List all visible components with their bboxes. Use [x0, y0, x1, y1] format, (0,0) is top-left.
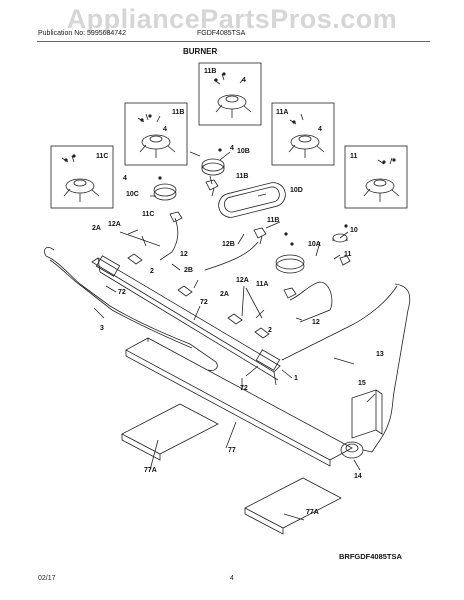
bracket-15: [351, 389, 383, 439]
inset-box-11b-top: [198, 62, 262, 126]
gas-tube-12-right: [289, 281, 333, 323]
label-10d: 10D: [290, 187, 303, 194]
label-12-left: 12: [180, 251, 188, 258]
burner-base-11a: [283, 287, 297, 299]
label-2b: 2B: [184, 267, 193, 274]
label-4-center: 4: [230, 145, 234, 152]
label-11b-top-inset: 11B: [204, 68, 216, 75]
fasteners: [64, 72, 396, 246]
label-10c: 10C: [126, 191, 139, 198]
heat-shield-77a-lower: [244, 477, 342, 535]
label-3: 3: [100, 325, 104, 332]
label-1: 1: [294, 375, 298, 382]
label-2a-lower: 2A: [220, 291, 229, 298]
page-number: 4: [230, 575, 234, 582]
burner-assembly-11b-left: [137, 113, 176, 158]
label-11a-inset: 11A: [276, 109, 288, 116]
label-11: 11: [344, 251, 352, 258]
burner-head-10c: [153, 183, 177, 201]
footer-date: 02/17: [38, 575, 56, 582]
label-11c: 11C: [142, 211, 154, 218]
label-2-lower: 2: [268, 327, 272, 334]
section-title: BURNER: [183, 47, 218, 56]
burner-base-11: [339, 255, 351, 266]
label-10b: 10B: [237, 148, 250, 155]
inset-box-11: [344, 145, 408, 209]
valve-2b: [177, 285, 193, 297]
inset-box-11c: [50, 145, 114, 209]
wire-harness-3-strand: [49, 259, 193, 349]
label-4-top: 4: [242, 77, 246, 84]
wire-harness-3-end: [44, 247, 55, 257]
label-10: 10: [350, 227, 358, 234]
burner-head-10b: [201, 158, 225, 176]
label-72-lower: 72: [240, 385, 248, 392]
label-15: 15: [358, 380, 366, 387]
label-13: 13: [376, 351, 384, 358]
burner-assembly-11: [363, 157, 400, 202]
manifold-tube: [281, 285, 398, 361]
burner-box-panel-77: [125, 337, 353, 467]
label-2a-upper: 2A: [92, 225, 101, 232]
label-10c-top: 4: [123, 175, 127, 182]
label-11a: 11A: [256, 281, 268, 288]
manifold-1: [91, 255, 281, 386]
label-11-inset: 11: [350, 153, 358, 160]
label-10a: 10A: [308, 241, 321, 248]
heat-shield-77a-upper: [121, 403, 219, 461]
gas-tube-12-left: [159, 217, 179, 261]
gas-tube-12a-right: [245, 287, 263, 319]
burner-head-10: [332, 233, 348, 243]
label-77a-left: 77A: [144, 467, 157, 474]
label-12a-lower: 12A: [236, 277, 249, 284]
model-number: FGDF4085TSA: [197, 30, 246, 37]
label-72-left: 72: [118, 289, 126, 296]
burner-assembly-11c: [61, 155, 100, 202]
label-77a-right: 77A: [306, 509, 319, 516]
label-4-left: 4: [163, 126, 167, 133]
label-12b: 12B: [222, 241, 235, 248]
pressure-regulator-14: [340, 441, 373, 459]
label-11b-lower: 11B: [267, 217, 279, 224]
inset-box-11a: [271, 102, 335, 166]
burner-base-11c: [169, 211, 183, 223]
inset-box-11b-left: [124, 102, 188, 166]
label-4-right: 4: [318, 126, 322, 133]
gas-tube-12b: [204, 241, 259, 271]
burner-assembly-11a: [288, 113, 325, 158]
label-12-right: 12: [312, 319, 320, 326]
gas-tube-13: [371, 283, 411, 453]
valve-2-upper: [127, 253, 143, 265]
label-12a-upper: 12A: [108, 221, 121, 228]
diagram-code: BRFGDF4085TSA: [339, 552, 402, 561]
label-11c-inset: 11C: [96, 153, 108, 160]
label-11b-upper: 11B: [236, 173, 248, 180]
burner-base-11b-lower: [253, 227, 267, 245]
label-72-center: 72: [200, 299, 208, 306]
gas-tube-12a-left: [119, 231, 161, 247]
valve-2a-lower: [227, 313, 243, 325]
publication-number: Publication No: 5995684742: [38, 30, 126, 37]
label-11b-left-inset: 11B: [172, 109, 184, 116]
wire-harness-3: [45, 255, 218, 371]
valve-2-lower: [254, 327, 270, 339]
label-77: 77: [228, 447, 236, 454]
watermark: AppliancePartsPros.com: [66, 4, 398, 34]
burner-head-10a: [275, 254, 305, 274]
header-rule: [37, 41, 430, 42]
oval-burner-10d: [218, 182, 286, 218]
label-14: 14: [354, 473, 362, 480]
label-2-upper: 2: [150, 268, 154, 275]
burner-assembly-11b-top: [213, 73, 252, 118]
